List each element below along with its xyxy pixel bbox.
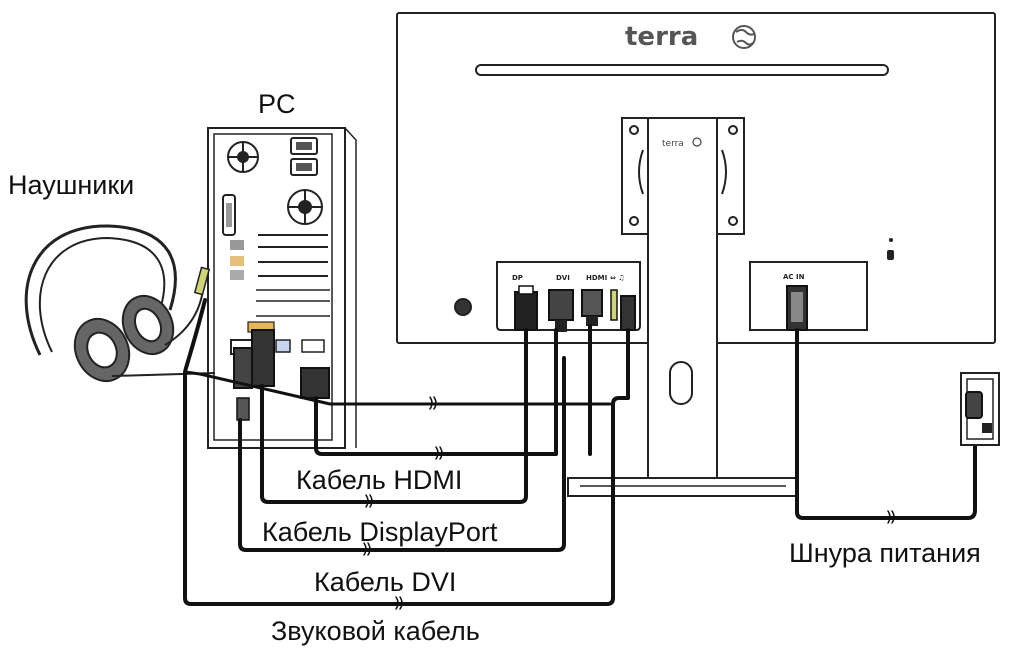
monitor-top-slot <box>475 64 889 76</box>
svg-text:AC IN: AC IN <box>783 273 805 281</box>
headphones <box>24 224 216 383</box>
hdmi-cable <box>260 328 528 504</box>
audio-cable-label: Звуковой кабель <box>271 616 480 646</box>
svg-text:terra: terra <box>662 139 684 149</box>
stand-cable-hole <box>669 361 693 405</box>
hdmi-cable-label: Кабель HDMI <box>296 465 463 495</box>
monitor: terra terra DP DVI HDMI <box>396 12 996 497</box>
kensington-lock-icon <box>454 298 472 316</box>
dp-plug <box>514 291 538 331</box>
monitor-brand-logo: terra <box>625 22 698 52</box>
svg-text:DVI: DVI <box>556 274 570 282</box>
monitor-stand: terra <box>567 117 799 497</box>
svg-text:HDMI: HDMI <box>586 274 607 282</box>
pc-dvi-plug <box>300 367 330 399</box>
pc-hdmi-plug <box>251 329 275 387</box>
monitor-io-panel: DP DVI HDMI ⇔ ♫ <box>496 261 641 332</box>
power-cord-label: Шнура питания <box>789 538 981 568</box>
dvi-plug <box>548 289 574 321</box>
pc-fan-middle <box>287 189 323 225</box>
hdmi-plug <box>581 289 603 317</box>
wall-outlet <box>960 372 1000 446</box>
pc-label: PC <box>258 89 296 119</box>
displayport-cable-label: Кабель DisplayPort <box>262 517 498 547</box>
svg-text:⇔ ♫: ⇔ ♫ <box>610 274 625 282</box>
dvi-cable <box>314 328 558 456</box>
headphones-label: Наушники <box>8 170 135 200</box>
pc-fan-top <box>227 141 259 173</box>
pc-tower <box>207 127 357 449</box>
cables <box>183 298 977 610</box>
displayport-cable <box>238 356 566 552</box>
monitor-power-panel: AC IN <box>749 261 868 331</box>
dvi-cable-label: Кабель DVI <box>314 567 457 597</box>
svg-text:DP: DP <box>512 274 523 282</box>
audio-cable <box>183 298 630 606</box>
pc-dp-plug <box>233 347 253 389</box>
stand-base <box>567 477 799 497</box>
audio-plug-out <box>620 295 636 331</box>
audio-plug-in <box>610 289 618 321</box>
power-cord <box>795 328 977 520</box>
